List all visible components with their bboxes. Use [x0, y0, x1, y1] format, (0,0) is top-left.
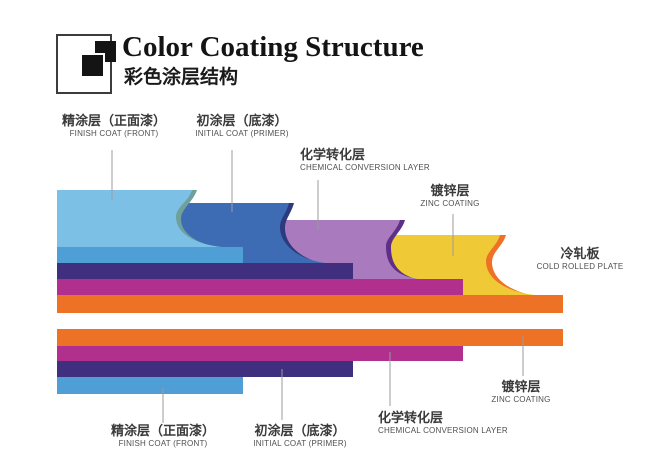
brand-logo: [56, 34, 116, 94]
label-zinc-top: 镀锌层 ZINC COATING: [420, 183, 480, 209]
primer-edge-bottom: [57, 361, 353, 377]
zinc-edge-top: [57, 295, 563, 313]
label-primer-bottom-zh: 初涂层（底漆）: [254, 423, 346, 438]
label-finish-coat-top: 精涂层（正面漆） FINISH COAT (FRONT): [61, 113, 167, 139]
label-conversion-top-zh: 化学转化层: [300, 147, 366, 162]
label-cold-rolled-plate: 冷轧板 COLD ROLLED PLATE: [536, 246, 624, 272]
label-cold-rolled-plate-zh: 冷轧板: [560, 246, 600, 261]
label-conversion-bottom: 化学转化层 CHEMICAL CONVERSION LAYER: [378, 410, 508, 436]
label-primer-bottom-en: INITIAL COAT (PRIMER): [253, 438, 347, 448]
label-finish-coat-bottom-zh: 精涂层（正面漆）: [110, 423, 216, 438]
label-finish-coat-top-zh: 精涂层（正面漆）: [61, 113, 167, 128]
label-zinc-top-en: ZINC COATING: [420, 198, 480, 208]
label-primer-top: 初涂层（底漆） INITIAL COAT (PRIMER): [195, 113, 289, 139]
label-conversion-top: 化学转化层 CHEMICAL CONVERSION LAYER: [300, 147, 430, 173]
label-finish-coat-bottom: 精涂层（正面漆） FINISH COAT (FRONT): [110, 423, 216, 449]
label-primer-top-zh: 初涂层（底漆）: [196, 113, 288, 128]
conversion-edge-bottom: [57, 346, 463, 361]
conversion-edge-top: [57, 279, 463, 295]
finish-coat-edge-top: [57, 247, 243, 263]
label-primer-top-en: INITIAL COAT (PRIMER): [195, 128, 289, 138]
label-zinc-bottom-zh: 镀锌层: [501, 379, 541, 394]
label-primer-bottom: 初涂层（底漆） INITIAL COAT (PRIMER): [253, 423, 347, 449]
logo-square-icon: [82, 55, 103, 76]
label-zinc-bottom: 镀锌层 ZINC COATING: [491, 379, 551, 405]
label-zinc-top-zh: 镀锌层: [430, 183, 470, 198]
zinc-edge-bottom: [57, 329, 563, 346]
page-title: Color Coating Structure: [122, 31, 424, 63]
finish-coat-edge-bottom: [57, 377, 243, 394]
label-conversion-bottom-en: CHEMICAL CONVERSION LAYER: [378, 425, 508, 435]
label-conversion-bottom-zh: 化学转化层: [378, 410, 444, 425]
label-conversion-top-en: CHEMICAL CONVERSION LAYER: [300, 162, 430, 172]
primer-edge-top: [57, 263, 353, 279]
page-subtitle: 彩色涂层结构: [124, 67, 239, 88]
label-finish-coat-bottom-en: FINISH COAT (FRONT): [118, 438, 208, 448]
label-finish-coat-top-en: FINISH COAT (FRONT): [69, 128, 159, 138]
finish-coat-surface: [57, 190, 222, 247]
label-cold-rolled-plate-en: COLD ROLLED PLATE: [536, 261, 624, 271]
label-zinc-bottom-en: ZINC COATING: [491, 394, 551, 404]
